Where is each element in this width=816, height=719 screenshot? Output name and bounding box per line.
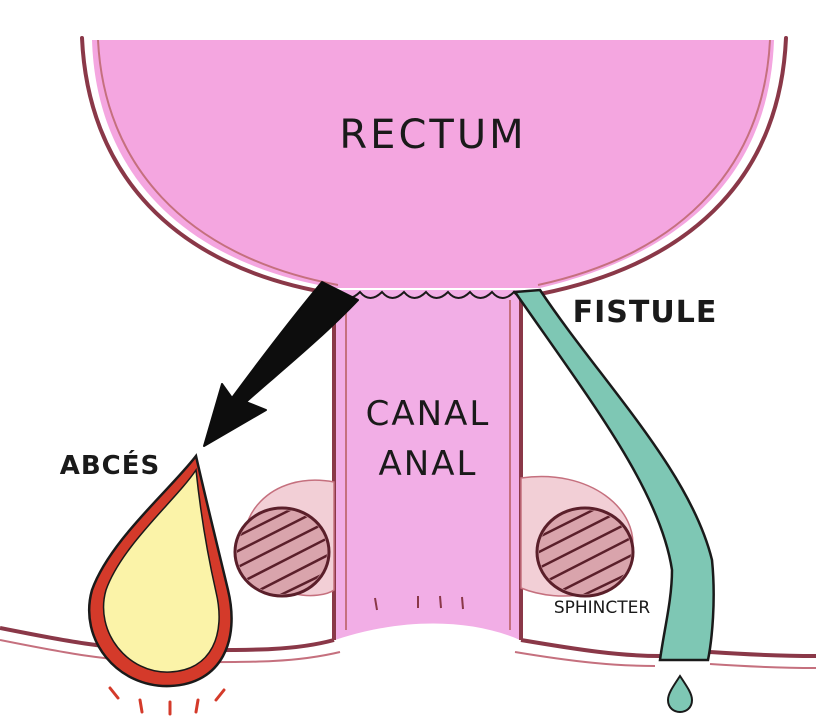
fistula-drop-icon [668,676,692,712]
label-anal: ANAL [379,444,478,484]
skin-line-far-right [710,652,816,656]
sphincter-right-muscle [537,508,633,596]
abscess-pain-lines [110,688,224,714]
sphincter-left-muscle [235,508,329,596]
label-sphincter: SPHINCTER [554,598,651,618]
skin-line-right [521,640,660,656]
label-fistula: FISTULE [573,295,718,330]
rectum-bowl [92,40,774,288]
label-rectum: RECTUM [339,112,526,158]
label-canal: CANAL [366,394,491,434]
skin-line-far-right-inner [710,664,816,668]
label-abscess: ABCÉS [60,449,161,481]
